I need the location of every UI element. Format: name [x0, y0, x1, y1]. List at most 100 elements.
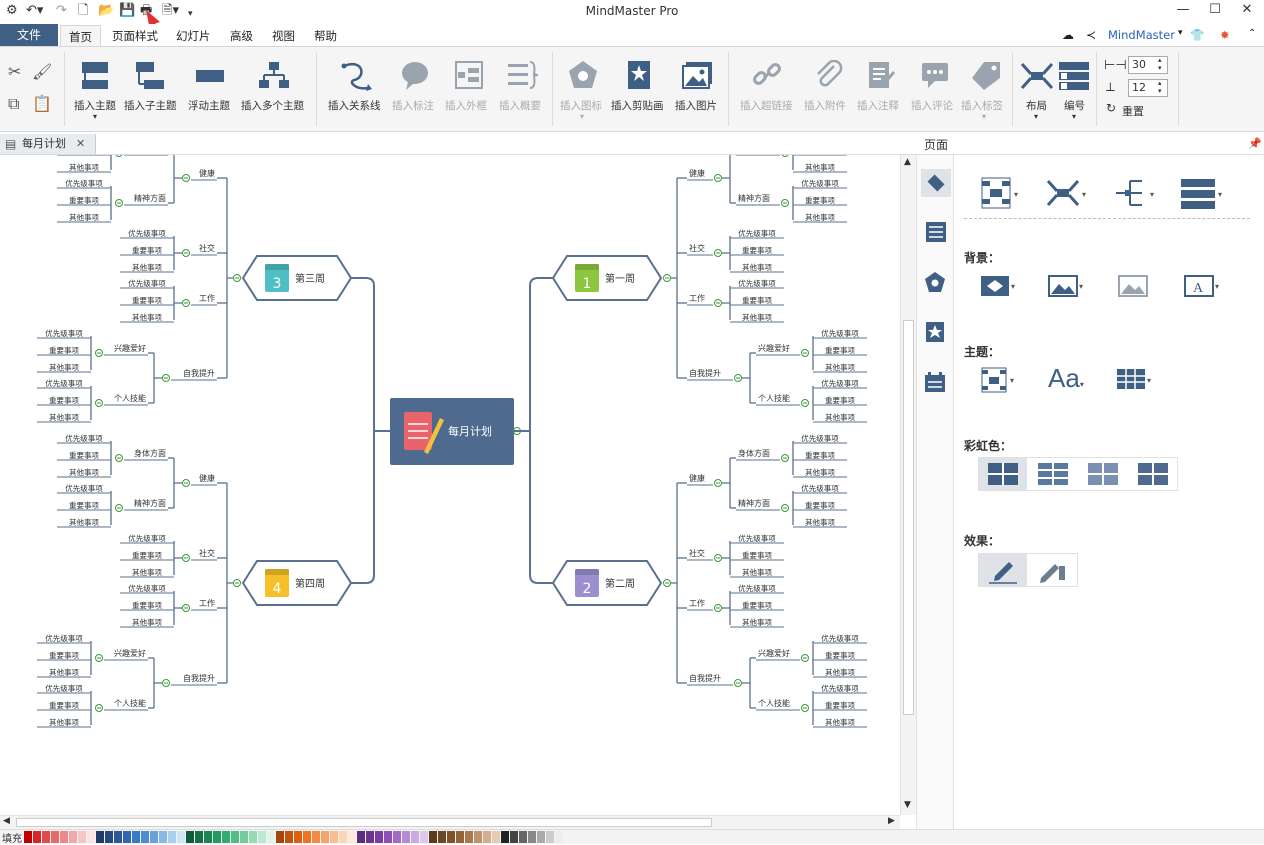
leaf-topic-node[interactable]: 其他事项 — [132, 617, 162, 627]
leaf-topic-node[interactable]: 其他事项 — [825, 412, 855, 422]
color-swatch[interactable] — [312, 831, 320, 843]
tab-home[interactable]: 首页 — [60, 25, 101, 46]
color-swatch[interactable] — [105, 831, 113, 843]
icon-library-tab-icon[interactable] — [924, 271, 946, 293]
color-swatch[interactable] — [357, 831, 365, 843]
color-swatch[interactable] — [267, 831, 275, 843]
subtopic-label[interactable]: 精神方面 — [738, 498, 770, 508]
color-swatch[interactable] — [294, 831, 302, 843]
insert-tag-dropdown-icon[interactable]: ▾ — [982, 112, 987, 121]
leaf-topic-node[interactable]: 优先级事项 — [65, 433, 103, 443]
color-swatch[interactable] — [168, 831, 176, 843]
color-swatch[interactable] — [258, 831, 266, 843]
customize-quick-access-icon[interactable]: ▾ — [188, 9, 193, 19]
insert-summary-button[interactable]: 插入概要 — [499, 100, 541, 112]
insert-note-button[interactable]: 插入注释 — [857, 100, 899, 112]
subtopic-label[interactable]: 兴趣爱好 — [758, 343, 790, 353]
outline-tab-icon[interactable] — [925, 221, 947, 243]
leaf-topic-node[interactable]: 其他事项 — [69, 162, 99, 172]
leaf-topic-node[interactable]: 其他事项 — [825, 362, 855, 372]
color-swatch[interactable] — [510, 831, 518, 843]
app-switch-icon[interactable]: ✸ — [1220, 28, 1230, 42]
subtopic-label[interactable]: 身体方面 — [738, 448, 770, 458]
leaf-topic-node[interactable]: 优先级事项 — [821, 328, 859, 338]
map-structure-option-3-icon[interactable]: ▾ — [1114, 177, 1160, 211]
leaf-topic-node[interactable]: 其他事项 — [69, 517, 99, 527]
subtopic-label[interactable]: 自我提升 — [689, 673, 721, 683]
leaf-topic-node[interactable]: 重要事项 — [805, 195, 835, 205]
rainbow-option-2-icon[interactable] — [1029, 458, 1077, 490]
subtopic-label[interactable]: 工作 — [689, 293, 705, 303]
leaf-topic-node[interactable]: 重要事项 — [69, 500, 99, 510]
subtopic-label[interactable]: 个人技能 — [758, 393, 790, 403]
leaf-topic-node[interactable]: 其他事项 — [805, 467, 835, 477]
map-structure-option-4-icon[interactable]: ▾ — [1180, 177, 1226, 211]
color-swatch[interactable] — [528, 831, 536, 843]
leaf-topic-node[interactable]: 其他事项 — [132, 567, 162, 577]
color-swatch[interactable] — [501, 831, 509, 843]
effect-normal-option[interactable] — [979, 554, 1027, 586]
leaf-topic-node[interactable]: 其他事项 — [825, 717, 855, 727]
close-tab-icon[interactable]: ✕ — [76, 137, 86, 150]
new-file-icon[interactable]: 🗋 — [78, 3, 89, 18]
map-structure-option-1-icon[interactable]: ▾ — [980, 177, 1026, 211]
subtopic-label[interactable]: 健康 — [199, 473, 215, 483]
vertical-spacing-spinner-icon[interactable]: ▴▾ — [1158, 79, 1162, 95]
scroll-up-icon[interactable]: ▲ — [904, 157, 911, 167]
leaf-topic-node[interactable]: 优先级事项 — [738, 228, 776, 238]
color-swatch[interactable] — [87, 831, 95, 843]
color-swatch[interactable] — [69, 831, 77, 843]
layout-button[interactable]: 布局 — [1026, 100, 1047, 112]
subtopic-label[interactable]: 工作 — [199, 293, 215, 303]
insert-relationship-button[interactable]: 插入关系线 — [328, 100, 381, 112]
leaf-topic-node[interactable]: 其他事项 — [132, 262, 162, 272]
leaf-topic-node[interactable]: 优先级事项 — [45, 683, 83, 693]
leaf-topic-node[interactable]: 重要事项 — [742, 295, 772, 305]
subtopic-label[interactable]: 兴趣爱好 — [114, 648, 146, 658]
map-structure-option-2-icon[interactable]: ▾ — [1046, 177, 1092, 211]
undo-icon[interactable]: ↶▾ — [26, 3, 44, 18]
copy-icon[interactable]: ⧉ — [8, 94, 20, 113]
vertical-scrollbar[interactable]: ▲ ▼ — [900, 155, 916, 815]
subtopic-label[interactable]: 兴趣爱好 — [114, 343, 146, 353]
rainbow-option-3-icon[interactable] — [1079, 458, 1127, 490]
color-swatch[interactable] — [366, 831, 374, 843]
leaf-topic-node[interactable]: 优先级事项 — [128, 533, 166, 543]
scroll-right-icon[interactable]: ▶ — [888, 816, 895, 826]
insert-clipart-button[interactable]: 插入剪贴画 — [611, 100, 664, 112]
share-icon[interactable]: ≺ — [1086, 28, 1097, 42]
tab-slides[interactable]: 幻灯片 — [176, 29, 211, 43]
color-swatch[interactable] — [132, 831, 140, 843]
color-swatch[interactable] — [276, 831, 284, 843]
skin-icon[interactable]: 👕 — [1190, 28, 1205, 42]
watermark-icon[interactable]: A▾ — [1184, 273, 1224, 299]
leaf-topic-node[interactable]: 其他事项 — [825, 667, 855, 677]
leaf-topic-node[interactable]: 重要事项 — [805, 450, 835, 460]
clipart-tab-icon[interactable] — [925, 321, 945, 343]
theme-font-icon[interactable]: Aa▾ — [1048, 363, 1084, 393]
color-swatch[interactable] — [24, 831, 32, 843]
color-swatch[interactable] — [195, 831, 203, 843]
leaf-topic-node[interactable]: 其他事项 — [742, 617, 772, 627]
leaf-topic-node[interactable]: 优先级事项 — [801, 178, 839, 188]
leaf-topic-node[interactable]: 重要事项 — [825, 395, 855, 405]
rainbow-option-4-icon[interactable] — [1129, 458, 1177, 490]
menu-file[interactable]: 文件 — [0, 24, 58, 46]
subtopic-label[interactable]: 社交 — [199, 243, 215, 253]
color-swatch[interactable] — [33, 831, 41, 843]
color-swatch[interactable] — [177, 831, 185, 843]
leaf-topic-node[interactable]: 优先级事项 — [738, 583, 776, 593]
color-swatch[interactable] — [42, 831, 50, 843]
color-swatch[interactable] — [537, 831, 545, 843]
tab-view[interactable]: 视图 — [272, 29, 295, 43]
app-logo-icon[interactable]: ⚙ — [6, 3, 18, 18]
subtopic-label[interactable]: 健康 — [689, 168, 705, 178]
subtopic-label[interactable]: 社交 — [199, 548, 215, 558]
color-swatch[interactable] — [222, 831, 230, 843]
subtopic-label[interactable]: 健康 — [199, 168, 215, 178]
leaf-topic-node[interactable]: 其他事项 — [132, 312, 162, 322]
insert-topic-button[interactable]: 插入主题 — [74, 100, 116, 112]
leaf-topic-node[interactable]: 优先级事项 — [821, 378, 859, 388]
open-file-icon[interactable]: 📂 — [98, 3, 115, 18]
leaf-topic-node[interactable]: 重要事项 — [132, 550, 162, 560]
